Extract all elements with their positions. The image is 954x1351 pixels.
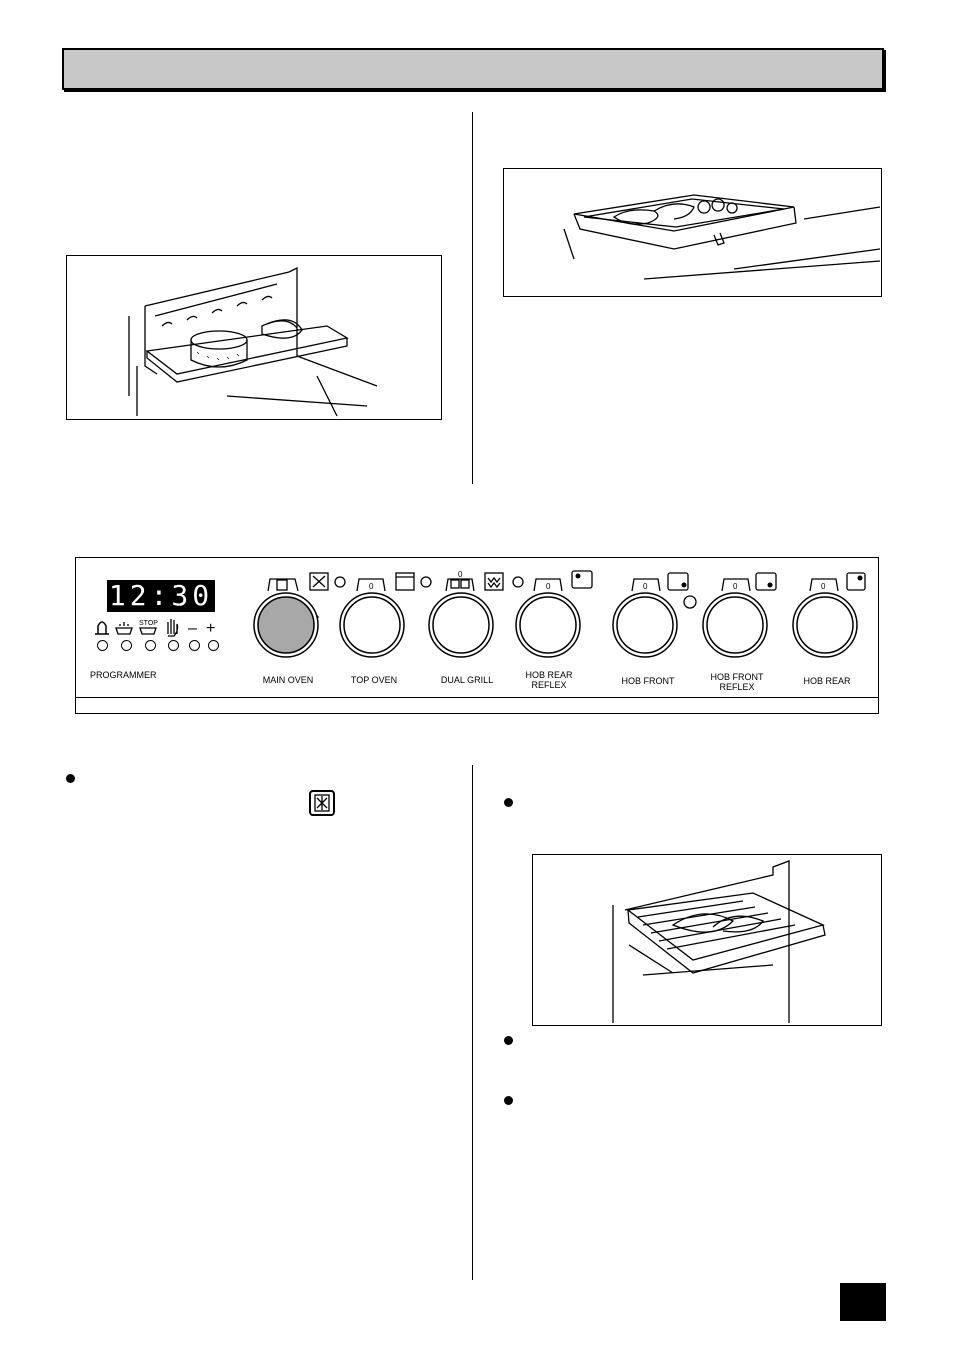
section-header-bar bbox=[62, 48, 884, 90]
top-oven-knob bbox=[343, 596, 401, 654]
hob-front-reflex-control[interactable] bbox=[703, 593, 767, 657]
svg-text:STOP: STOP bbox=[139, 620, 158, 627]
main-oven-pointer bbox=[267, 578, 299, 592]
main-oven-control[interactable] bbox=[254, 593, 318, 657]
knob-label-dual-grill: DUAL GRILL bbox=[440, 675, 494, 685]
manual-button[interactable] bbox=[168, 640, 179, 651]
svg-text:0: 0 bbox=[643, 582, 648, 591]
programmer-icon-row: STOP – + bbox=[95, 619, 215, 637]
figure-cake-on-shelf bbox=[66, 255, 442, 420]
knob-label-top-oven: TOP OVEN bbox=[350, 675, 398, 685]
knob-label-hob-rear-reflex: HOB REAR REFLEX bbox=[525, 670, 573, 690]
dual-grill-knob bbox=[432, 596, 490, 654]
hob-rear-icon bbox=[846, 572, 866, 591]
bell-button[interactable] bbox=[97, 640, 108, 651]
cake-shelf-illustration bbox=[128, 266, 378, 417]
minus-button[interactable] bbox=[189, 640, 200, 651]
figure-grill-pan bbox=[503, 168, 882, 297]
knob-label-hob-front-reflex: HOB FRONT REFLEX bbox=[710, 672, 764, 692]
bell-icon bbox=[95, 621, 109, 635]
oven-light-fan-icon bbox=[309, 790, 335, 816]
hob-rear-reflex-icon bbox=[571, 570, 593, 589]
hob-front-icon bbox=[667, 572, 689, 591]
knob-label-hob-front: HOB FRONT bbox=[621, 676, 675, 686]
stop-icon: STOP bbox=[139, 620, 158, 635]
svg-text:0: 0 bbox=[369, 582, 374, 591]
dual-grill-icon bbox=[484, 572, 504, 591]
hob-rear-reflex-control[interactable] bbox=[516, 593, 580, 657]
bullet-point bbox=[504, 1096, 513, 1105]
svg-text:0: 0 bbox=[821, 582, 826, 591]
grill-pan-illustration bbox=[563, 194, 881, 280]
bullet-point bbox=[66, 774, 75, 783]
svg-text:0: 0 bbox=[546, 582, 551, 591]
programmer-label: PROGRAMMER bbox=[90, 670, 157, 680]
bullet-point bbox=[504, 798, 513, 807]
oven-light-icon bbox=[276, 579, 288, 591]
knob-row: 0 0 0 0 0 0 bbox=[253, 570, 866, 658]
dual-grill-control[interactable] bbox=[429, 593, 493, 657]
bullet-point bbox=[504, 1036, 513, 1045]
cook-time-button[interactable] bbox=[121, 640, 132, 651]
dual-grill-indicator-light bbox=[512, 576, 524, 588]
hob-indicator-light bbox=[683, 595, 697, 609]
hob-front-reflex-knob bbox=[706, 596, 764, 654]
fan-icon bbox=[309, 572, 329, 591]
control-panel-base-strip bbox=[75, 697, 879, 714]
hob-rear-control[interactable] bbox=[793, 593, 857, 657]
main-oven-indicator-light bbox=[334, 576, 346, 588]
hob-rear-reflex-knob bbox=[519, 596, 577, 654]
clock-display: 12:30 bbox=[107, 579, 215, 612]
column-divider-bottom bbox=[472, 765, 473, 1280]
column-divider-top bbox=[472, 112, 473, 484]
hob-front-reflex-icon bbox=[755, 572, 777, 591]
plus-button[interactable] bbox=[208, 640, 219, 651]
cook-time-icon bbox=[115, 622, 133, 635]
plus-icon: + bbox=[206, 620, 215, 637]
minus-icon: – bbox=[188, 620, 197, 637]
top-oven-indicator-light bbox=[420, 576, 432, 588]
hob-front-knob bbox=[616, 596, 674, 654]
svg-text:0: 0 bbox=[458, 570, 463, 579]
page-number-box bbox=[840, 1283, 886, 1321]
top-oven-control[interactable] bbox=[340, 593, 404, 657]
manual-hand-icon bbox=[167, 619, 179, 637]
top-oven-icon bbox=[395, 572, 415, 591]
knob-label-hob-rear: HOB REAR bbox=[803, 676, 851, 686]
stop-button[interactable] bbox=[145, 640, 156, 651]
figure-grill-pan-in-oven bbox=[532, 854, 882, 1026]
grill-pan-oven-illustration bbox=[612, 860, 826, 1023]
hob-rear-knob bbox=[796, 596, 854, 654]
hob-front-control[interactable] bbox=[613, 593, 677, 657]
knob-label-main-oven: MAIN OVEN bbox=[262, 675, 314, 685]
svg-text:0: 0 bbox=[733, 582, 738, 591]
main-oven-knob bbox=[257, 596, 315, 654]
